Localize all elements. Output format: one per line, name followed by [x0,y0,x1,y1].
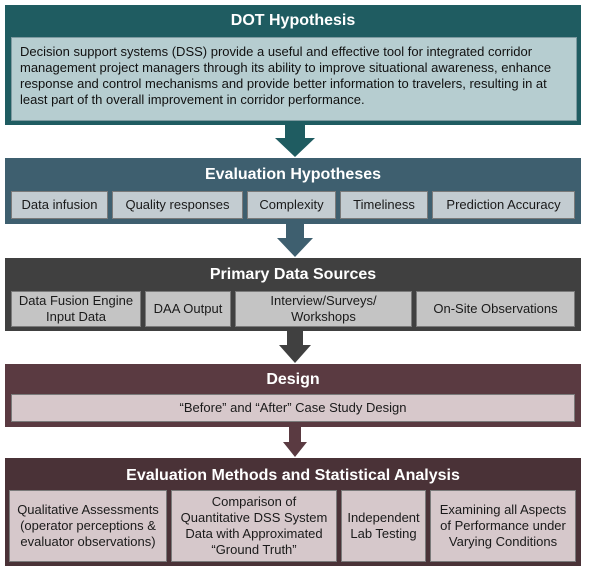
flow-arrow-3 [278,331,312,364]
dot-hypothesis-title: DOT Hypothesis [230,12,356,29]
design-case-study: “Before” and “After” Case Study Design [11,394,575,422]
hypothesis-timeliness: Timeliness [340,191,428,219]
method-examining-performance: Examining all Aspects of Performance und… [430,490,576,562]
hypothesis-prediction-accuracy: Prediction Accuracy [432,191,575,219]
hypothesis-complexity: Complexity [247,191,336,219]
design-title: Design [266,371,320,388]
primary-data-sources-title: Primary Data Sources [209,266,377,283]
evaluation-methods-panel: Evaluation Methods and Statistical Analy… [5,458,581,566]
method-independent-lab-testing: Independent Lab Testing [341,490,426,562]
dot-hypothesis-panel: DOT Hypothesis Decision support systems … [5,5,581,125]
design-panel: Design “Before” and “After” Case Study D… [5,364,581,427]
primary-data-sources-panel: Primary Data Sources Data Fusion Engine … [5,258,581,331]
hypothesis-data-infusion: Data infusion [11,191,108,219]
evaluation-hypotheses-title: Evaluation Hypotheses [204,166,382,183]
flow-arrow-2 [276,224,314,258]
source-daa-output: DAA Output [145,291,231,327]
method-quantitative-comparison: Comparison of Quantitative DSS System Da… [171,490,337,562]
source-data-fusion-engine: Data Fusion Engine Input Data [11,291,141,327]
evaluation-methods-title: Evaluation Methods and Statistical Analy… [126,467,460,484]
source-on-site-observations: On-Site Observations [416,291,575,327]
source-interview-surveys-workshops: Interview/Surveys/ Workshops [235,291,412,327]
flow-arrow-1 [274,125,316,158]
method-qualitative-assessments: Qualitative Assessments (operator percep… [9,490,167,562]
flow-arrow-4 [282,427,308,458]
dot-hypothesis-body: Decision support systems (DSS) provide a… [11,37,577,121]
evaluation-hypotheses-panel: Evaluation Hypotheses Data infusion Qual… [5,158,581,224]
hypothesis-quality-responses: Quality responses [112,191,243,219]
